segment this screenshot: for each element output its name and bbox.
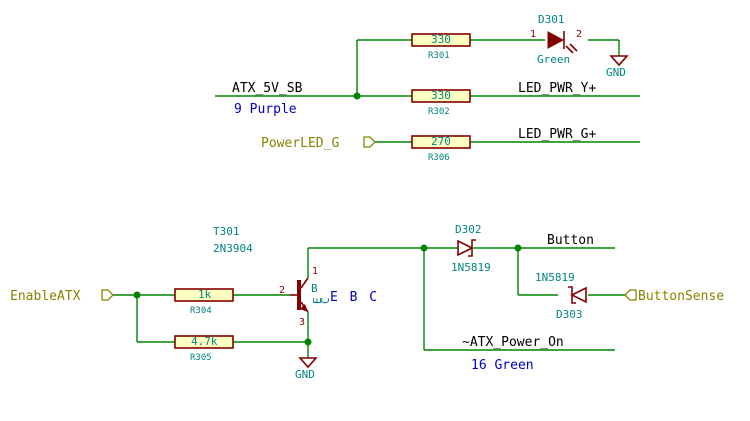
junction-enable-atx (133, 291, 141, 299)
port-enable-atx-label: EnableATX (10, 289, 81, 304)
pinout-note-ebc: E B C (330, 290, 379, 305)
d303-ref: D303 (556, 308, 583, 321)
input-port-icon (363, 136, 376, 148)
t301-value: 2N3904 (213, 242, 253, 255)
t301-pin2: 2 (279, 285, 285, 296)
r302-value: 330 (431, 89, 451, 102)
transistor-t301[interactable]: T301 2N3904 2 1 3 B E C (213, 225, 332, 328)
port-button-sense-label: ButtonSense (638, 289, 724, 304)
d303-value: 1N5819 (535, 271, 575, 284)
t301-pin-c: C (319, 297, 332, 304)
d301-value: Green (537, 53, 570, 66)
net-label-button: Button (547, 233, 594, 248)
r305-ref: R305 (190, 353, 212, 363)
d302-ref: D302 (455, 223, 482, 236)
resistor-r301[interactable]: 330 R301 (411, 33, 471, 61)
r306-ref: R306 (428, 153, 450, 163)
port-powerled-g[interactable]: PowerLED_G (261, 136, 376, 151)
led-d301[interactable]: D301 Green 1 2 (530, 13, 582, 66)
r302-ref: R302 (428, 107, 450, 117)
schottky-bar-icon (568, 286, 576, 304)
port-enable-atx[interactable]: EnableATX (10, 289, 114, 304)
net-label-atx-power-on: ~ATX_Power_On (462, 335, 564, 350)
r304-ref: R304 (190, 306, 212, 316)
junction-atx-5v-sb (353, 92, 361, 100)
gnd-symbol-bottom: GND (295, 357, 318, 381)
net-label-led-pwr-y: LED_PWR_Y+ (518, 81, 596, 96)
r301-value: 330 (431, 33, 451, 46)
resistor-r302[interactable]: 330 R302 (411, 89, 471, 117)
net-label-atx-5v-sb: ATX_5V_SB (232, 81, 303, 96)
r305-value: 4.7k (191, 335, 218, 348)
d301-pin2: 2 (576, 29, 582, 40)
input-port-icon (101, 289, 114, 301)
resistor-r305[interactable]: 4.7k R305 (174, 335, 234, 363)
diode-d302[interactable]: D302 1N5819 (451, 223, 491, 274)
r306-value: 270 (431, 135, 451, 148)
resistor-r304[interactable]: 1k R304 (174, 288, 234, 316)
diode-d303[interactable]: 1N5819 D303 (535, 271, 587, 321)
wire-note-purple: 9 Purple (234, 102, 297, 117)
junction-emitter (304, 338, 312, 346)
r304-value: 1k (198, 288, 212, 301)
light-arrow-icon (565, 45, 574, 54)
resistor-r306[interactable]: 270 R306 (411, 135, 471, 163)
t301-pin3: 3 (299, 317, 305, 328)
port-powerled-g-label: PowerLED_G (261, 136, 339, 151)
input-port-icon (624, 289, 637, 301)
wires-bottom (113, 247, 625, 358)
emitter-arrow-icon (300, 304, 308, 312)
d301-ref: D301 (538, 13, 565, 26)
t301-ref: T301 (213, 225, 240, 238)
junction-button (514, 244, 522, 252)
net-label-led-pwr-g: LED_PWR_G+ (518, 127, 596, 142)
light-arrow-icon (569, 43, 578, 52)
d301-pin1: 1 (530, 29, 536, 40)
gnd-top-label: GND (606, 66, 626, 79)
gnd-symbol-top: GND (606, 55, 629, 79)
t301-pin-b: B (311, 282, 318, 295)
gnd-bottom-label: GND (295, 368, 315, 381)
junction-collector (420, 244, 428, 252)
d302-value: 1N5819 (451, 261, 491, 274)
wires-top (215, 39, 640, 143)
r301-ref: R301 (428, 51, 450, 61)
port-button-sense[interactable]: ButtonSense (624, 289, 724, 304)
transistor-base-bar (297, 280, 301, 310)
t301-pin-e: E (311, 297, 324, 304)
t301-pin1: 1 (312, 266, 318, 277)
wire-note-green: 16 Green (471, 358, 534, 373)
